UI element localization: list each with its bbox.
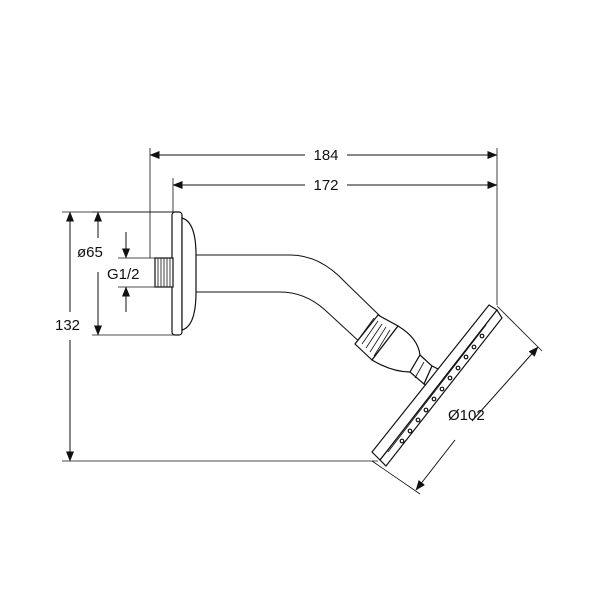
head-diameter-label: Ø102	[448, 407, 485, 424]
nozzle-row	[399, 333, 485, 444]
arm-length-label: 172	[313, 177, 338, 194]
dimension-lines	[66, 151, 539, 491]
flange-diameter-label: ø65	[77, 244, 103, 261]
height-label: 132	[55, 317, 80, 334]
extension-lines	[62, 148, 543, 495]
wall-flange	[154, 211, 197, 336]
thread-label: G1/2	[107, 266, 140, 283]
ball-joint	[354, 314, 433, 385]
shower-arm	[196, 254, 383, 346]
shower-head	[371, 304, 503, 467]
overall-length-label: 184	[313, 147, 338, 164]
